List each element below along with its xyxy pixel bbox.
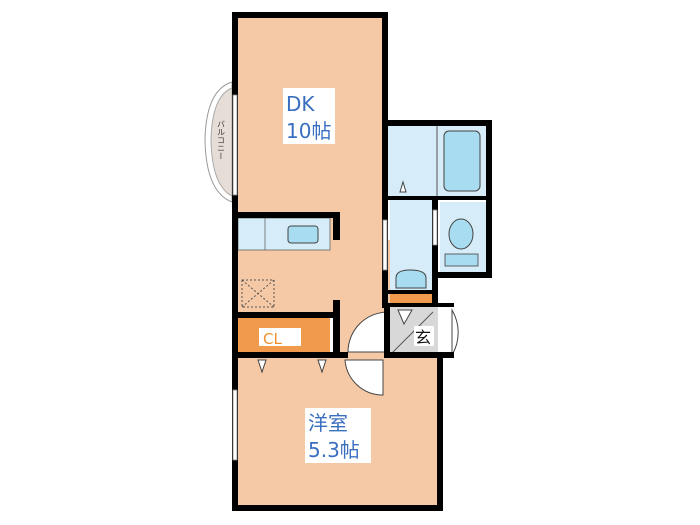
toilet-icon [448, 218, 474, 250]
walls [232, 12, 492, 511]
sink-icon [287, 225, 319, 244]
washbasin-icon [395, 269, 427, 289]
fridge-space [241, 279, 275, 308]
shoe-shelf [390, 294, 432, 303]
western-room-name: 洋室 [308, 411, 348, 435]
entrance-label: 玄 [415, 328, 431, 347]
balcony-label: バルコニー [217, 120, 226, 160]
doors [257, 180, 459, 396]
bathtub-icon [443, 130, 481, 192]
western-room-size: 5.3帖 [308, 438, 360, 462]
balcony: バルコニー [204, 81, 233, 203]
kitchen-counter [237, 217, 331, 251]
closet-label: CL [263, 330, 282, 348]
windows [232, 94, 438, 461]
dk-size: 10帖 [286, 119, 331, 143]
dk-name: DK [286, 92, 315, 116]
